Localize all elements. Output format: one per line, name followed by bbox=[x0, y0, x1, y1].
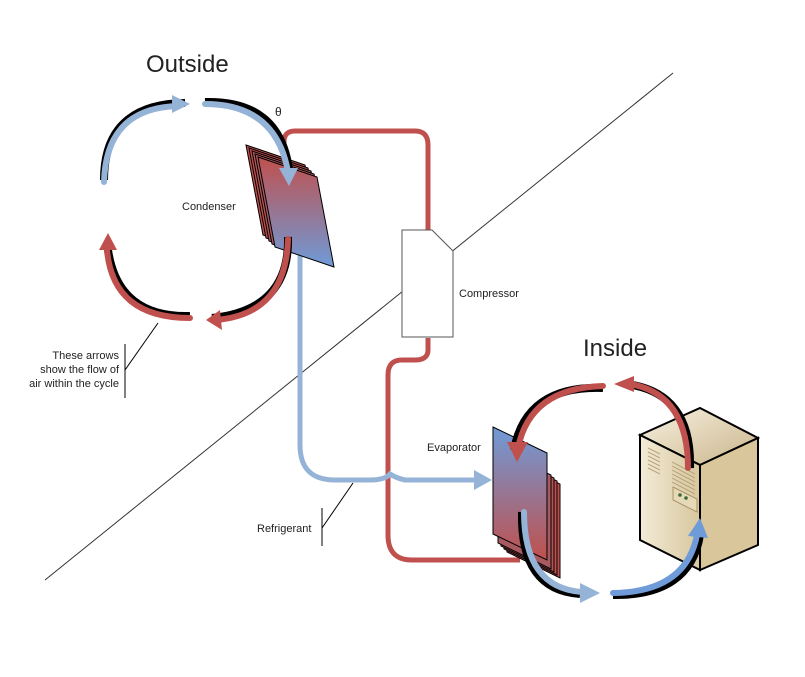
air-flow-arrow-icon bbox=[614, 376, 695, 471]
annotation-line-1: These arrows bbox=[52, 350, 119, 362]
annotation-line-3: air within the cycle bbox=[29, 378, 119, 390]
refrigerant-cold-pipe bbox=[297, 255, 492, 490]
compressor-icon bbox=[401, 229, 454, 338]
condenser-coil-icon bbox=[245, 144, 335, 268]
air-flow-arrow-icon bbox=[610, 518, 708, 600]
inside-title: Inside bbox=[583, 335, 647, 362]
small-glyph: θ bbox=[275, 105, 282, 119]
air-flow-arrow-icon bbox=[517, 509, 600, 603]
boundary-divider-line bbox=[44, 72, 674, 581]
air-flow-arrow-icon bbox=[206, 236, 293, 330]
refrigerant-hot-pipe-bottom bbox=[385, 338, 520, 563]
compressor-label: Compressor bbox=[459, 288, 519, 300]
air-flow-arrow-icon bbox=[507, 383, 606, 462]
annotation-leader bbox=[124, 322, 354, 546]
air-flow-arrow-icon bbox=[202, 97, 298, 186]
refrigerant-hot-pipe-top bbox=[281, 128, 431, 230]
outside-title: Outside bbox=[146, 51, 229, 78]
evaporator-coil-icon bbox=[492, 426, 561, 579]
condenser-label: Condenser bbox=[182, 201, 236, 213]
refrigerant-flow-arrowhead bbox=[474, 470, 492, 490]
air-flow-arrow-icon bbox=[100, 95, 190, 185]
refrigerant-label: Refrigerant bbox=[257, 523, 311, 535]
evaporator-label: Evaporator bbox=[427, 442, 481, 454]
air-flow-arrow-icon bbox=[99, 233, 193, 321]
annotation-line-2: show the flow of bbox=[40, 364, 120, 376]
